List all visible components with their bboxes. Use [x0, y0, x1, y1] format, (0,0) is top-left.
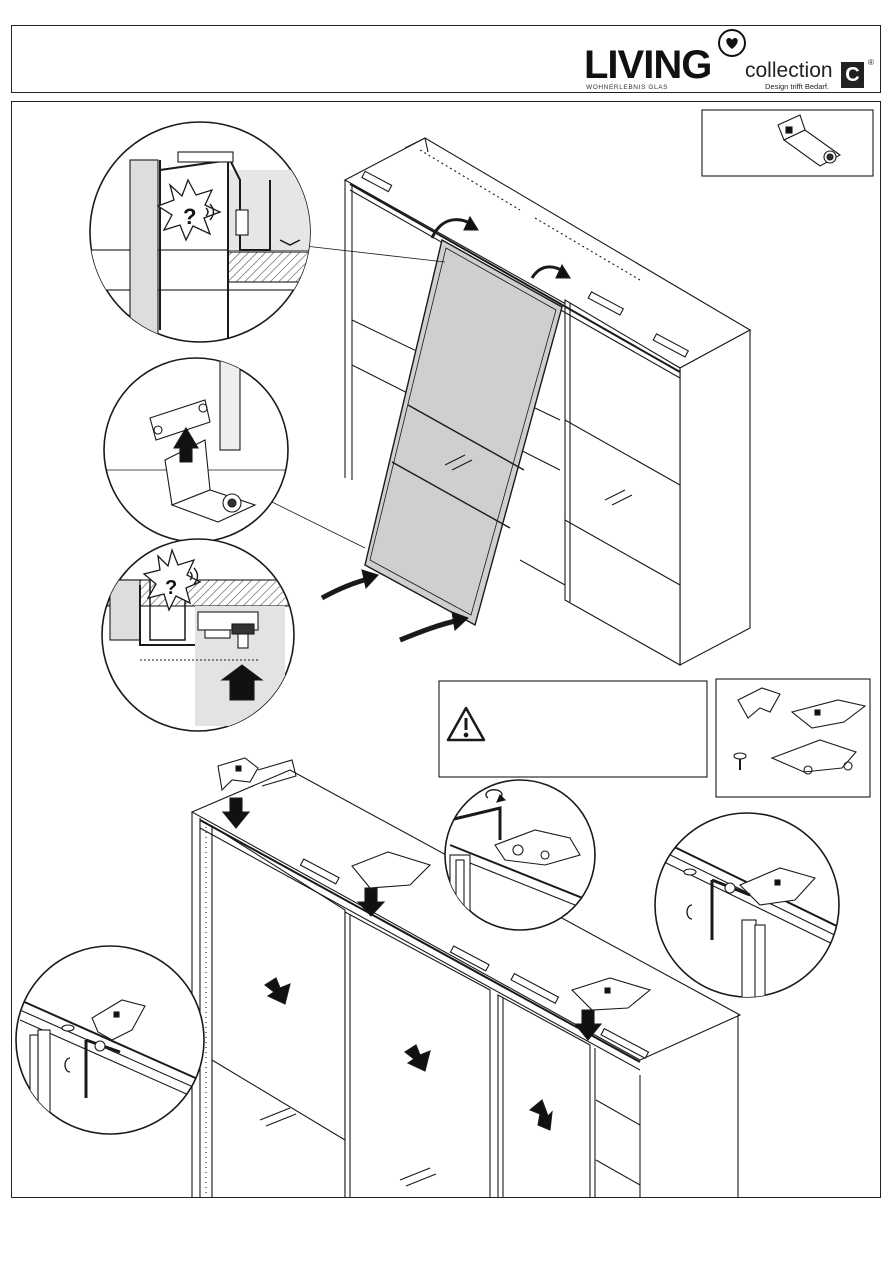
brand-subline: WOHNERLEBNIS GLAS: [586, 84, 669, 91]
brand-tagline: Design trifft Bedarf.: [765, 82, 830, 91]
detail-circle-runner-click: ?: [101, 538, 295, 732]
question-mark-text: ?: [183, 204, 196, 229]
detail-circle-screw-top: [444, 779, 596, 931]
bracket-reference-box: [701, 109, 874, 177]
detail-circle-rail-click: ?: [89, 121, 311, 343]
wardrobe-upper: [267, 137, 752, 666]
collection-logo: collection: [745, 59, 833, 82]
collection-mark: C: [841, 62, 864, 88]
warning-box: [438, 680, 708, 778]
question-mark-text-2: ?: [165, 577, 177, 599]
heart-logo-icon: [718, 29, 746, 57]
header-frame: [11, 25, 881, 93]
detail-circle-bracket: [103, 357, 289, 543]
wardrobe-lower: [190, 757, 742, 1197]
detail-circle-screw-right: [654, 812, 840, 998]
detail-circle-screw-left: [15, 945, 205, 1135]
brand-logo: LIVING: [584, 43, 712, 87]
instruction-panel: [11, 101, 881, 1198]
parts-box: [715, 678, 871, 798]
registered-mark: ®: [868, 58, 874, 67]
